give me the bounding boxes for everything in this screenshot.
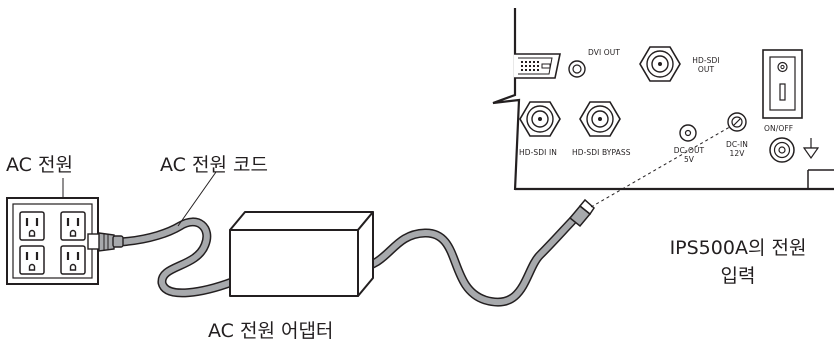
dc-plug xyxy=(568,198,595,228)
power-switch xyxy=(762,49,803,119)
power-cable xyxy=(115,210,583,307)
leader-lines xyxy=(62,171,217,227)
ips500a-power-input-label-line1: IPS500A의 전원 xyxy=(669,237,807,259)
outlet-socket-1 xyxy=(19,211,45,241)
ac-adapter xyxy=(229,211,374,297)
dc-connection-dashed-line xyxy=(590,123,736,208)
device-rear-panel xyxy=(492,8,834,191)
ac-adapter-label: AC 전원 어댑터 xyxy=(208,320,334,342)
hd-sdi-in-port xyxy=(519,101,561,137)
hd-sdi-out-label-line2: OUT xyxy=(697,65,715,74)
ac-power-label: AC 전원 xyxy=(6,154,73,176)
ips500a-power-input-label-line2: 입력 xyxy=(720,265,756,287)
hd-sdi-out-port xyxy=(639,46,681,82)
dc-in-label-line1: DC-IN xyxy=(725,140,749,149)
dc-out-label: DC-OUT 5V xyxy=(672,146,706,164)
hd-sdi-in-label: HD-SDI IN xyxy=(519,148,557,157)
dvi-out-port xyxy=(514,53,586,79)
dc-out-jack xyxy=(679,124,697,142)
dvi-out-label: DVI OUT xyxy=(588,48,621,57)
wall-outlet xyxy=(6,197,99,285)
dc-in-label-line2: 12V xyxy=(729,149,745,158)
hd-sdi-bypass-port xyxy=(579,101,621,137)
ac-plug xyxy=(87,232,124,252)
dc-in-jack xyxy=(727,112,747,132)
ips500a-power-input-label: IPS500A의 전원 입력 xyxy=(640,234,834,290)
hd-sdi-out-label: HD-SDI OUT xyxy=(688,56,724,74)
hd-sdi-bypass-label: HD-SDI BYPASS xyxy=(572,148,631,157)
dc-in-label: DC-IN 12V xyxy=(720,140,754,158)
dc-out-label-line1: DC-OUT xyxy=(673,146,705,155)
dc-out-label-line2: 5V xyxy=(683,155,695,164)
ground-symbol-icon xyxy=(802,138,820,160)
ground-terminal xyxy=(769,137,795,163)
outlet-socket-2 xyxy=(19,245,45,275)
outlet-socket-4 xyxy=(60,245,86,275)
hd-sdi-out-label-line1: HD-SDI xyxy=(692,56,720,65)
on-off-label: ON/OFF xyxy=(764,124,794,133)
outlet-socket-3 xyxy=(60,211,86,241)
ac-power-cord-label: AC 전원 코드 xyxy=(160,154,268,176)
